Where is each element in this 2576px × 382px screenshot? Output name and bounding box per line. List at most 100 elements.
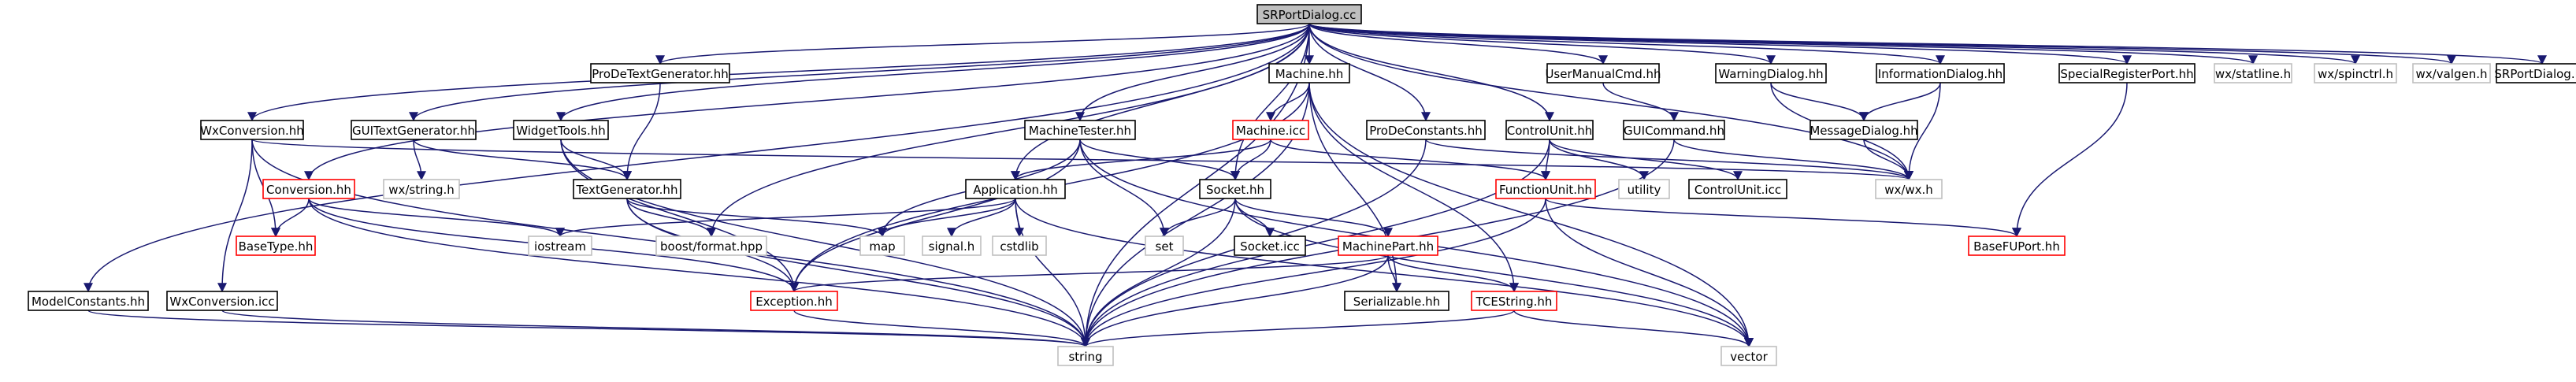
edge-application-to-vector bbox=[1015, 198, 1754, 348]
edge-root-to-sockethh bbox=[1230, 23, 1310, 181]
node-box bbox=[1268, 63, 1350, 83]
node-signal: signal.h bbox=[922, 236, 982, 256]
node-guicommand[interactable]: GUICommand.hh bbox=[1623, 120, 1725, 140]
node-usermanual[interactable]: UserManualCmd.hh bbox=[1545, 63, 1661, 83]
edge-sockethh-to-string bbox=[1081, 198, 1236, 348]
node-wxconversion[interactable]: WxConversion.hh bbox=[200, 120, 304, 140]
node-label: signal.h bbox=[929, 239, 975, 254]
edge-functionunit-to-string bbox=[1081, 198, 1546, 348]
edge-sockethh-to-machinepart bbox=[1234, 198, 1393, 238]
node-box bbox=[1688, 179, 1787, 199]
node-functionunit[interactable]: FunctionUnit.hh bbox=[1495, 179, 1596, 199]
node-machine[interactable]: Machine.hh bbox=[1268, 63, 1350, 83]
edge-specialreg-to-basefuport bbox=[2012, 82, 2128, 238]
node-prodeconstants[interactable]: ProDeConstants.hh bbox=[1366, 120, 1486, 140]
node-basefuport[interactable]: BaseFUPort.hh bbox=[1968, 236, 2066, 256]
edge-usermanual-to-guicommand bbox=[1602, 82, 1679, 122]
edge-root-to-information bbox=[1308, 23, 1945, 65]
edge-controlunit-to-controluniticc bbox=[1549, 139, 1743, 181]
node-box bbox=[383, 179, 460, 199]
node-iostream: iostream bbox=[528, 236, 592, 256]
node-socketicc[interactable]: Socket.icc bbox=[1234, 236, 1306, 256]
node-box bbox=[1256, 4, 1362, 24]
node-box bbox=[2058, 63, 2196, 83]
edge-conversion-to-string bbox=[308, 198, 1090, 348]
node-information[interactable]: InformationDialog.hh bbox=[1876, 63, 2005, 83]
node-basetype[interactable]: BaseType.hh bbox=[236, 236, 316, 256]
node-box bbox=[1505, 120, 1594, 140]
edge-textgenerator-to-boostformat bbox=[626, 198, 716, 238]
node-wxstatline: wx/statline.h bbox=[2214, 63, 2292, 83]
node-wxvalgen: wx/valgen.h bbox=[2412, 63, 2491, 83]
node-label: ControlUnit.hh bbox=[1507, 124, 1593, 138]
edge-tcestring-to-vector bbox=[1513, 310, 1754, 348]
node-label: WidgetTools.hh bbox=[516, 124, 606, 138]
edge-machineicc-to-sockethh bbox=[1230, 139, 1271, 181]
node-box bbox=[528, 236, 592, 256]
node-label: BaseFUPort.hh bbox=[1973, 239, 2060, 254]
node-application[interactable]: Application.hh bbox=[965, 179, 1066, 199]
node-prode-textgen[interactable]: ProDeTextGenerator.hh bbox=[590, 63, 730, 83]
node-label: wx/spinctrl.h bbox=[2318, 67, 2393, 81]
edge-machine-to-tcestring bbox=[1308, 82, 1519, 293]
edge-root-to-string bbox=[1081, 23, 1310, 348]
edge-machineicc-to-functionunit bbox=[1270, 139, 1550, 181]
node-widgettools[interactable]: WidgetTools.hh bbox=[513, 120, 609, 140]
node-textgenerator[interactable]: TextGenerator.hh bbox=[573, 179, 681, 199]
node-exception[interactable]: Exception.hh bbox=[750, 291, 838, 311]
node-controluniticc[interactable]: ControlUnit.icc bbox=[1688, 179, 1787, 199]
edge-wxconversion-to-wxwx bbox=[251, 139, 1913, 181]
node-box bbox=[1876, 63, 2005, 83]
node-boostformat: boost/format.hpp bbox=[655, 236, 767, 256]
node-srportdialoghh[interactable]: SRPortDialog.hh bbox=[2494, 63, 2576, 83]
node-box bbox=[351, 120, 477, 140]
edge-application-to-string bbox=[1015, 198, 1090, 348]
node-box bbox=[573, 179, 681, 199]
node-sockethh[interactable]: Socket.hh bbox=[1199, 179, 1271, 199]
node-box bbox=[1623, 120, 1725, 140]
node-label: WarningDialog.hh bbox=[1718, 67, 1823, 81]
edge-root-to-controlunit bbox=[1308, 23, 1554, 122]
node-box bbox=[1618, 179, 1670, 199]
edge-information-to-messagedialog bbox=[1859, 82, 1941, 122]
edge-prodeconstants-to-wxwx bbox=[1425, 139, 1913, 181]
edge-application-to-iostream bbox=[555, 198, 1016, 238]
edge-machine-to-serializable bbox=[1308, 82, 1401, 293]
node-machineicc[interactable]: Machine.icc bbox=[1232, 120, 1309, 140]
node-label: wx/statline.h bbox=[2215, 67, 2291, 81]
node-machinepart[interactable]: MachinePart.hh bbox=[1338, 236, 1438, 256]
edge-tcestring-to-string bbox=[1081, 310, 1515, 348]
node-box bbox=[2314, 63, 2397, 83]
node-serializable[interactable]: Serializable.hh bbox=[1344, 291, 1449, 311]
node-guitextgen[interactable]: GUITextGenerator.hh bbox=[351, 120, 477, 140]
node-label: wx/wx.h bbox=[1884, 183, 1933, 197]
node-label: Machine.icc bbox=[1236, 124, 1305, 138]
edge-information-to-wxwx bbox=[1904, 82, 1941, 181]
node-label: FunctionUnit.hh bbox=[1499, 183, 1592, 197]
edge-machine-to-machineicc bbox=[1266, 82, 1310, 122]
node-box bbox=[1234, 236, 1306, 256]
edge-root-to-wxwx bbox=[1308, 23, 1913, 181]
node-label: ControlUnit.icc bbox=[1694, 183, 1781, 197]
node-wxconversionicc[interactable]: WxConversion.icc bbox=[166, 291, 278, 311]
node-modelconstants[interactable]: ModelConstants.hh bbox=[28, 291, 149, 311]
node-label: Serializable.hh bbox=[1353, 295, 1440, 309]
edge-conversion-to-iostream bbox=[308, 198, 565, 238]
node-controlunit[interactable]: ControlUnit.hh bbox=[1505, 120, 1594, 140]
node-box bbox=[965, 179, 1066, 199]
node-messagedialog[interactable]: MessageDialog.hh bbox=[1810, 120, 1918, 140]
node-label: cstdlib bbox=[1000, 239, 1038, 254]
node-label: InformationDialog.hh bbox=[1878, 67, 2003, 81]
node-label: UserManualCmd.hh bbox=[1545, 67, 1661, 81]
node-box bbox=[750, 291, 838, 311]
node-box bbox=[1495, 179, 1596, 199]
node-conversion[interactable]: Conversion.hh bbox=[262, 179, 355, 199]
node-specialreg[interactable]: SpecialRegisterPort.hh bbox=[2058, 63, 2196, 83]
node-tcestring[interactable]: TCEString.hh bbox=[1471, 291, 1557, 311]
node-label: map bbox=[869, 239, 895, 254]
node-warning[interactable]: WarningDialog.hh bbox=[1715, 63, 1827, 83]
node-label: Application.hh bbox=[973, 183, 1058, 197]
node-machinetester[interactable]: MachineTester.hh bbox=[1024, 120, 1136, 140]
node-box bbox=[1810, 120, 1918, 140]
node-label: vector bbox=[1730, 350, 1768, 364]
